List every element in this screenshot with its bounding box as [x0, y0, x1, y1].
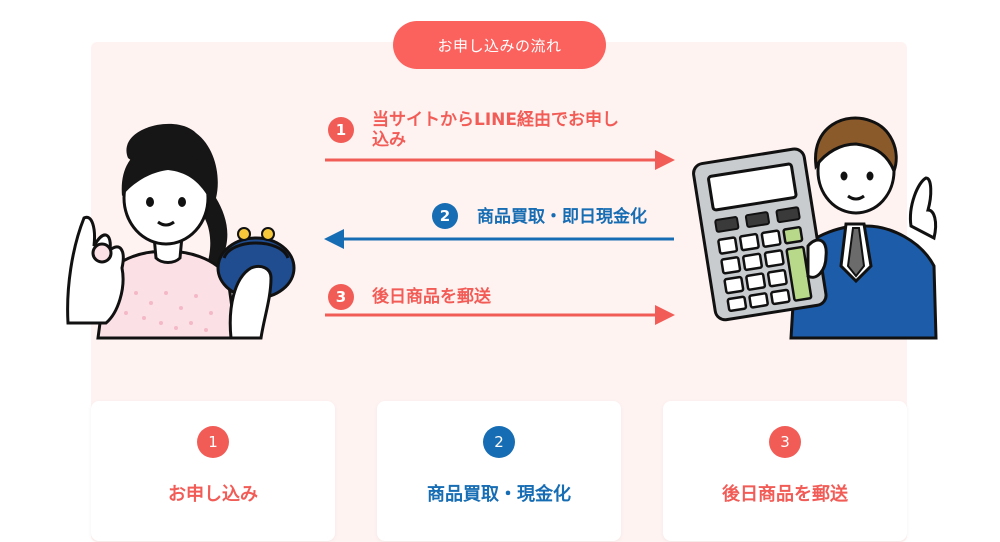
- flow-step-3-text: 後日商品を郵送: [372, 287, 491, 307]
- woman-illustration: [66, 123, 296, 340]
- step-card-1-number: 1: [197, 426, 229, 458]
- step-card-1-label: お申し込み: [168, 484, 258, 505]
- flow-step-1-number: 1: [328, 117, 354, 143]
- flow-step-1-text: 当サイトからLINE経由でお申し 込み: [372, 110, 672, 150]
- flow-title-pill: お申し込みの流れ: [393, 21, 606, 69]
- flow-step-1-text-line1: 当サイトからLINE経由でお申し: [372, 110, 619, 130]
- step-card-3-number: 3: [769, 426, 801, 458]
- businessman-illustration: [692, 116, 938, 340]
- flow-arrow-right-1: [325, 150, 675, 170]
- flow-step-2-number: 2: [432, 203, 458, 229]
- step-card-3: 3 後日商品を郵送: [663, 401, 907, 541]
- step-card-1: 1 お申し込み: [91, 401, 335, 541]
- step-card-3-label: 後日商品を郵送: [722, 484, 848, 505]
- flow-step-2-text: 商品買取・即日現金化: [477, 207, 647, 227]
- step-card-2-number: 2: [483, 426, 515, 458]
- flow-arrow-right-3: [325, 305, 675, 325]
- flow-title: お申し込みの流れ: [437, 36, 562, 55]
- step-card-2: 2 商品買取・現金化: [377, 401, 621, 541]
- flow-step-3-number: 3: [328, 284, 354, 310]
- flow-step-1-text-line2: 込み: [372, 130, 406, 150]
- flow-arrow-left-2: [324, 229, 674, 249]
- step-card-2-label: 商品買取・現金化: [427, 484, 571, 505]
